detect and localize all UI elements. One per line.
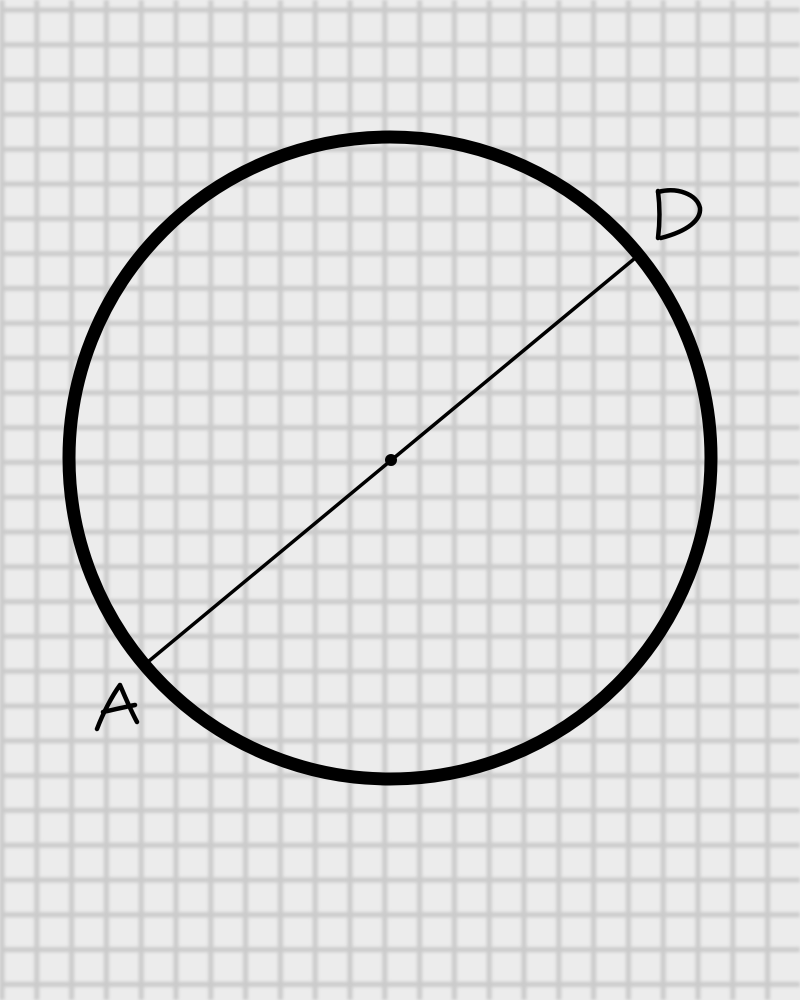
point-d-label [655,188,703,241]
circle [62,130,718,786]
point-a-label [94,682,140,732]
center-point [385,454,397,466]
